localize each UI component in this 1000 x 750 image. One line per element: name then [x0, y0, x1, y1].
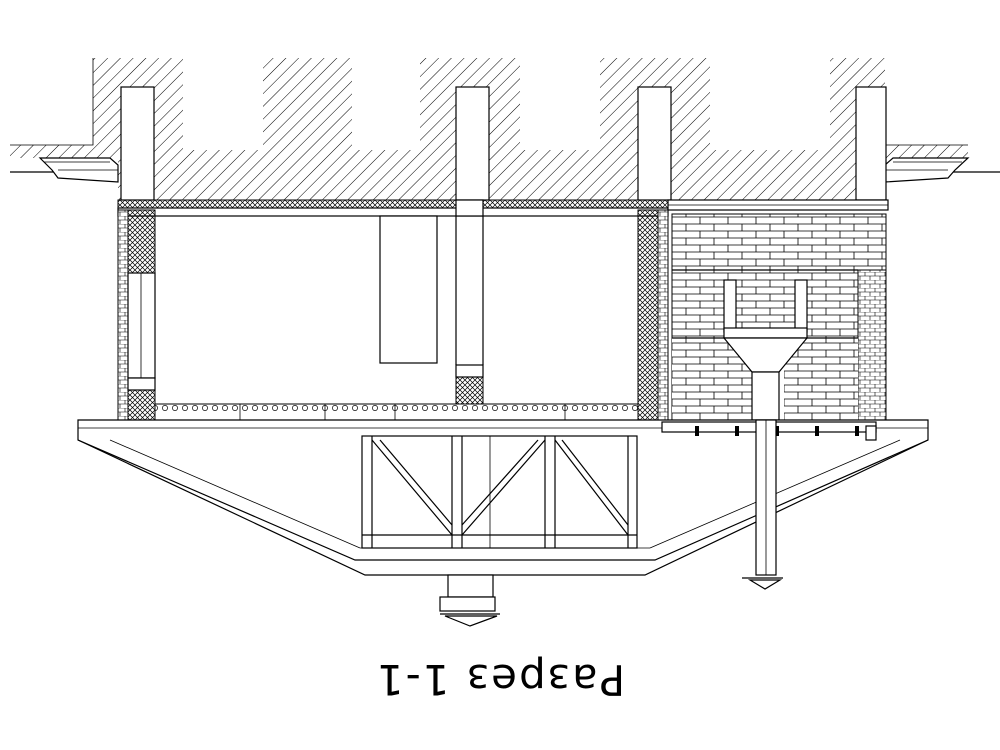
brick-annex	[671, 213, 887, 421]
middle-column	[455, 199, 484, 423]
inner-panel	[379, 215, 438, 364]
platform	[77, 419, 929, 576]
outlet-pipe	[742, 419, 783, 590]
right-wall	[637, 209, 669, 449]
left-wall	[117, 209, 156, 449]
ground-line-right	[884, 157, 1000, 183]
caption-group: Разрез 1-1	[375, 655, 625, 704]
ground-line-left	[10, 157, 119, 183]
bottom-support	[439, 574, 500, 627]
section-caption: Разрез 1-1	[375, 655, 625, 704]
